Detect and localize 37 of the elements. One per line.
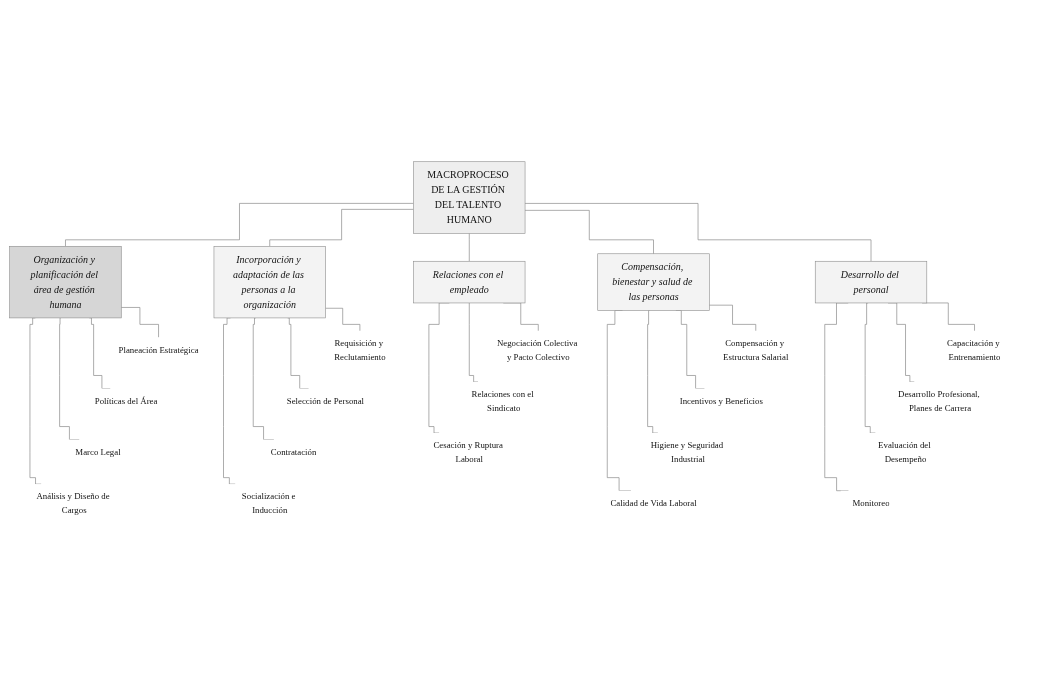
node-text: Marco Legal [75,447,121,457]
connector [65,203,414,247]
node-text: Capacitación y Entrenamiento [947,338,1001,362]
node-text: Socialización e Inducción [241,491,296,515]
connector [29,317,42,485]
node-box: Relaciones con el empleado [413,260,526,304]
connector [524,210,654,255]
connector [647,310,659,434]
node-text: Incentivos y Beneficios [679,396,763,406]
node-text: Negociación Colectiva y Pacto Colectivo [496,338,578,362]
node-box: Organización y planificación del área de gestión humana [9,246,122,319]
node-text: Políticas del Área [94,396,158,406]
connector [223,317,236,485]
node-text: Relaciones con el Sindicato [471,389,534,413]
node-box: Incorporación y adaptación de las personas a la organización [213,246,326,319]
node-box: MACROPROCESO DE LA GESTIÓN DEL TALENTO HUMANO [413,161,526,234]
node-text: Cesación y Ruptura Laboral [433,440,503,464]
node-text: Compensación y Estructura Salarial [723,338,789,362]
node-box: Compensación, bienestar y salud de las personas [597,253,710,311]
node-text: Higiene y Seguridad Industrial [650,440,724,464]
node-text: Evaluación del Desempeño [878,440,931,464]
connector [864,302,876,434]
node-text: Planeación Estratégica [118,345,199,355]
connector [269,209,414,247]
connector [325,307,361,332]
connector [524,203,872,262]
connector [708,304,757,332]
node-text: Análisis y Diseño de Cargos [36,491,110,515]
node-text: Desarrollo Profesional, Planes de Carrera [898,389,980,413]
node-box: Desarrollo del personal [814,260,928,304]
connector [468,233,470,262]
node-text: Selección de Personal [286,396,365,406]
connector [120,307,159,338]
node-text: Monitoreo [852,498,890,508]
node-text: Contratación [270,447,317,457]
node-text: Calidad de Vida Laboral [610,498,697,508]
node-text: Requisición y Reclutamiento [334,338,386,362]
